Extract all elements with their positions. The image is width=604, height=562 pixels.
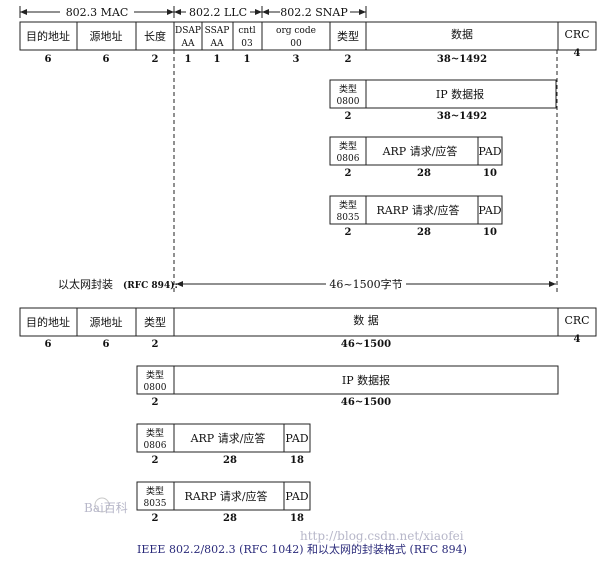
ieee-org-size: 3 bbox=[293, 54, 300, 65]
eth-crc-field: CRC bbox=[564, 314, 589, 327]
ieee-dest-size: 6 bbox=[45, 54, 52, 65]
ieee-arp-body: ARP 请求/应答 bbox=[382, 144, 458, 158]
ieee-rarp-pad: PAD bbox=[478, 204, 501, 217]
figure-caption: IEEE 802.2/802.3 (RFC 1042) 和以太网的封装格式 (R… bbox=[137, 542, 467, 556]
ieee-cntl-size: 1 bbox=[244, 54, 251, 65]
eth-ip-body-size: 46~1500 bbox=[341, 397, 391, 408]
ieee-ssap-field: SSAP bbox=[205, 26, 230, 36]
ieee-arp-type-size: 2 bbox=[345, 168, 352, 179]
ieee-sub-rarp: 类型 8035 RARP 请求/应答 PAD 2 28 10 bbox=[329, 195, 503, 238]
ieee-dsap-size: 1 bbox=[185, 54, 192, 65]
eth-ip-body: IP 数据报 bbox=[342, 373, 390, 387]
eth-sub-ip: 类型 0800 IP 数据报 2 46~1500 bbox=[136, 365, 559, 408]
eth-arp-type-size: 2 bbox=[152, 455, 159, 466]
ieee-ip-type-size: 2 bbox=[345, 111, 352, 122]
ieee-arp-body-size: 28 bbox=[417, 168, 431, 179]
eth-type-size: 2 bbox=[152, 339, 159, 350]
eth-ip-type-code: 0800 bbox=[144, 383, 167, 393]
header-llc-label: 802.2 LLC bbox=[189, 6, 247, 19]
ieee-org-value: 00 bbox=[290, 39, 302, 49]
ieee-org-field: org code bbox=[276, 26, 316, 36]
header-mac-label: 802.3 MAC bbox=[66, 6, 129, 19]
watermark-url: http://blog.csdn.net/xiaofei bbox=[300, 529, 464, 543]
ieee-arp-type-code: 0806 bbox=[337, 154, 360, 164]
ieee-arp-pad: PAD bbox=[478, 145, 501, 158]
ethernet-rfc-label: (RFC 894): bbox=[123, 280, 178, 291]
header-802-3-mac: 802.3 MAC bbox=[19, 5, 175, 19]
ieee-arp-pad-size: 10 bbox=[483, 168, 497, 179]
eth-data-size: 46~1500 bbox=[341, 339, 391, 350]
ethernet-encap-title: 以太网封装 bbox=[58, 277, 113, 291]
eth-dest-field: 目的地址 bbox=[26, 315, 70, 329]
ieee-cntl-value: 03 bbox=[241, 39, 253, 49]
ethernet-section-label: 以太网封装 (RFC 894): bbox=[58, 277, 178, 291]
ieee-cntl-field: cntl bbox=[238, 26, 255, 36]
ethernet-range-arrow: 46~1500字节 bbox=[176, 277, 556, 291]
ieee-dsap-value: AA bbox=[181, 39, 195, 49]
eth-rarp-type-code: 8035 bbox=[144, 499, 167, 509]
eth-crc-size: 4 bbox=[574, 334, 581, 345]
ieee-data-field: 数据 bbox=[451, 27, 473, 41]
eth-arp-pad-size: 18 bbox=[290, 455, 304, 466]
eth-arp-type-label: 类型 bbox=[146, 427, 164, 439]
svg-text:Bai百科: Bai百科 bbox=[84, 501, 128, 515]
ieee-rarp-pad-size: 10 bbox=[483, 227, 497, 238]
ieee-ssap-value: AA bbox=[210, 39, 224, 49]
eth-rarp-type-size: 2 bbox=[152, 513, 159, 524]
ieee-src-field: 源地址 bbox=[90, 29, 123, 43]
ieee-len-size: 2 bbox=[152, 54, 159, 65]
ieee-src-size: 6 bbox=[103, 54, 110, 65]
eth-dest-size: 6 bbox=[45, 339, 52, 350]
eth-rarp-body-size: 28 bbox=[223, 513, 237, 524]
ieee-dsap-field: DSAP bbox=[175, 26, 201, 36]
eth-rarp-pad: PAD bbox=[285, 490, 308, 503]
ieee-rarp-type-size: 2 bbox=[345, 227, 352, 238]
header-802-2-llc: 802.2 LLC bbox=[174, 5, 263, 19]
eth-sub-arp: 类型 0806 ARP 请求/应答 PAD 2 28 18 bbox=[136, 423, 311, 466]
baidu-watermark-logo: Bai百科 bbox=[84, 497, 128, 515]
ieee-ssap-size: 1 bbox=[214, 54, 221, 65]
header-802-2-snap: 802.2 SNAP bbox=[262, 5, 367, 19]
eth-src-size: 6 bbox=[103, 339, 110, 350]
eth-arp-pad: PAD bbox=[285, 432, 308, 445]
eth-ip-type-label: 类型 bbox=[146, 369, 164, 381]
ieee-type-field: 类型 bbox=[337, 29, 359, 43]
eth-type-field: 类型 bbox=[144, 315, 166, 329]
ieee-ip-type-code: 0800 bbox=[337, 97, 360, 107]
eth-data-field: 数 据 bbox=[353, 313, 379, 327]
ethernet-frame: 目的地址 源地址 类型 数 据 CRC 6 6 2 46~1500 4 bbox=[19, 307, 597, 350]
eth-sub-rarp: 类型 8035 RARP 请求/应答 PAD 2 28 18 bbox=[136, 481, 311, 524]
eth-arp-type-code: 0806 bbox=[144, 441, 167, 451]
header-snap-label: 802.2 SNAP bbox=[280, 6, 348, 19]
ieee-sub-ip: 类型 0800 IP 数据报 2 38~1492 bbox=[329, 79, 557, 122]
ieee-type-size: 2 bbox=[345, 54, 352, 65]
ethernet-range-label: 46~1500字节 bbox=[329, 277, 402, 291]
eth-rarp-pad-size: 18 bbox=[290, 513, 304, 524]
eth-rarp-type-label: 类型 bbox=[146, 485, 164, 497]
eth-ip-type-size: 2 bbox=[152, 397, 159, 408]
ieee-arp-type-label: 类型 bbox=[339, 140, 357, 152]
eth-arp-body: ARP 请求/应答 bbox=[190, 431, 266, 445]
ieee-len-field: 长度 bbox=[144, 29, 166, 43]
eth-arp-body-size: 28 bbox=[223, 455, 237, 466]
ieee-dest-field: 目的地址 bbox=[26, 29, 70, 43]
ieee-ip-body: IP 数据报 bbox=[436, 87, 484, 101]
ieee-crc-field: CRC bbox=[564, 28, 589, 41]
ieee-rarp-type-label: 类型 bbox=[339, 199, 357, 211]
eth-rarp-body: RARP 请求/应答 bbox=[184, 489, 267, 503]
ieee-ip-type-label: 类型 bbox=[339, 83, 357, 95]
ieee-rarp-body: RARP 请求/应答 bbox=[376, 203, 459, 217]
ieee-data-size: 38~1492 bbox=[437, 54, 487, 65]
ieee-frame: 目的地址 源地址 长度 DSAP AA SSAP AA cntl 03 org … bbox=[19, 21, 597, 65]
ieee-sub-arp: 类型 0806 ARP 请求/应答 PAD 2 28 10 bbox=[329, 136, 503, 179]
eth-src-field: 源地址 bbox=[90, 315, 123, 329]
ieee-rarp-body-size: 28 bbox=[417, 227, 431, 238]
ieee-ip-body-size: 38~1492 bbox=[437, 111, 487, 122]
ieee-rarp-type-code: 8035 bbox=[337, 213, 360, 223]
ieee-crc-size: 4 bbox=[574, 48, 581, 59]
